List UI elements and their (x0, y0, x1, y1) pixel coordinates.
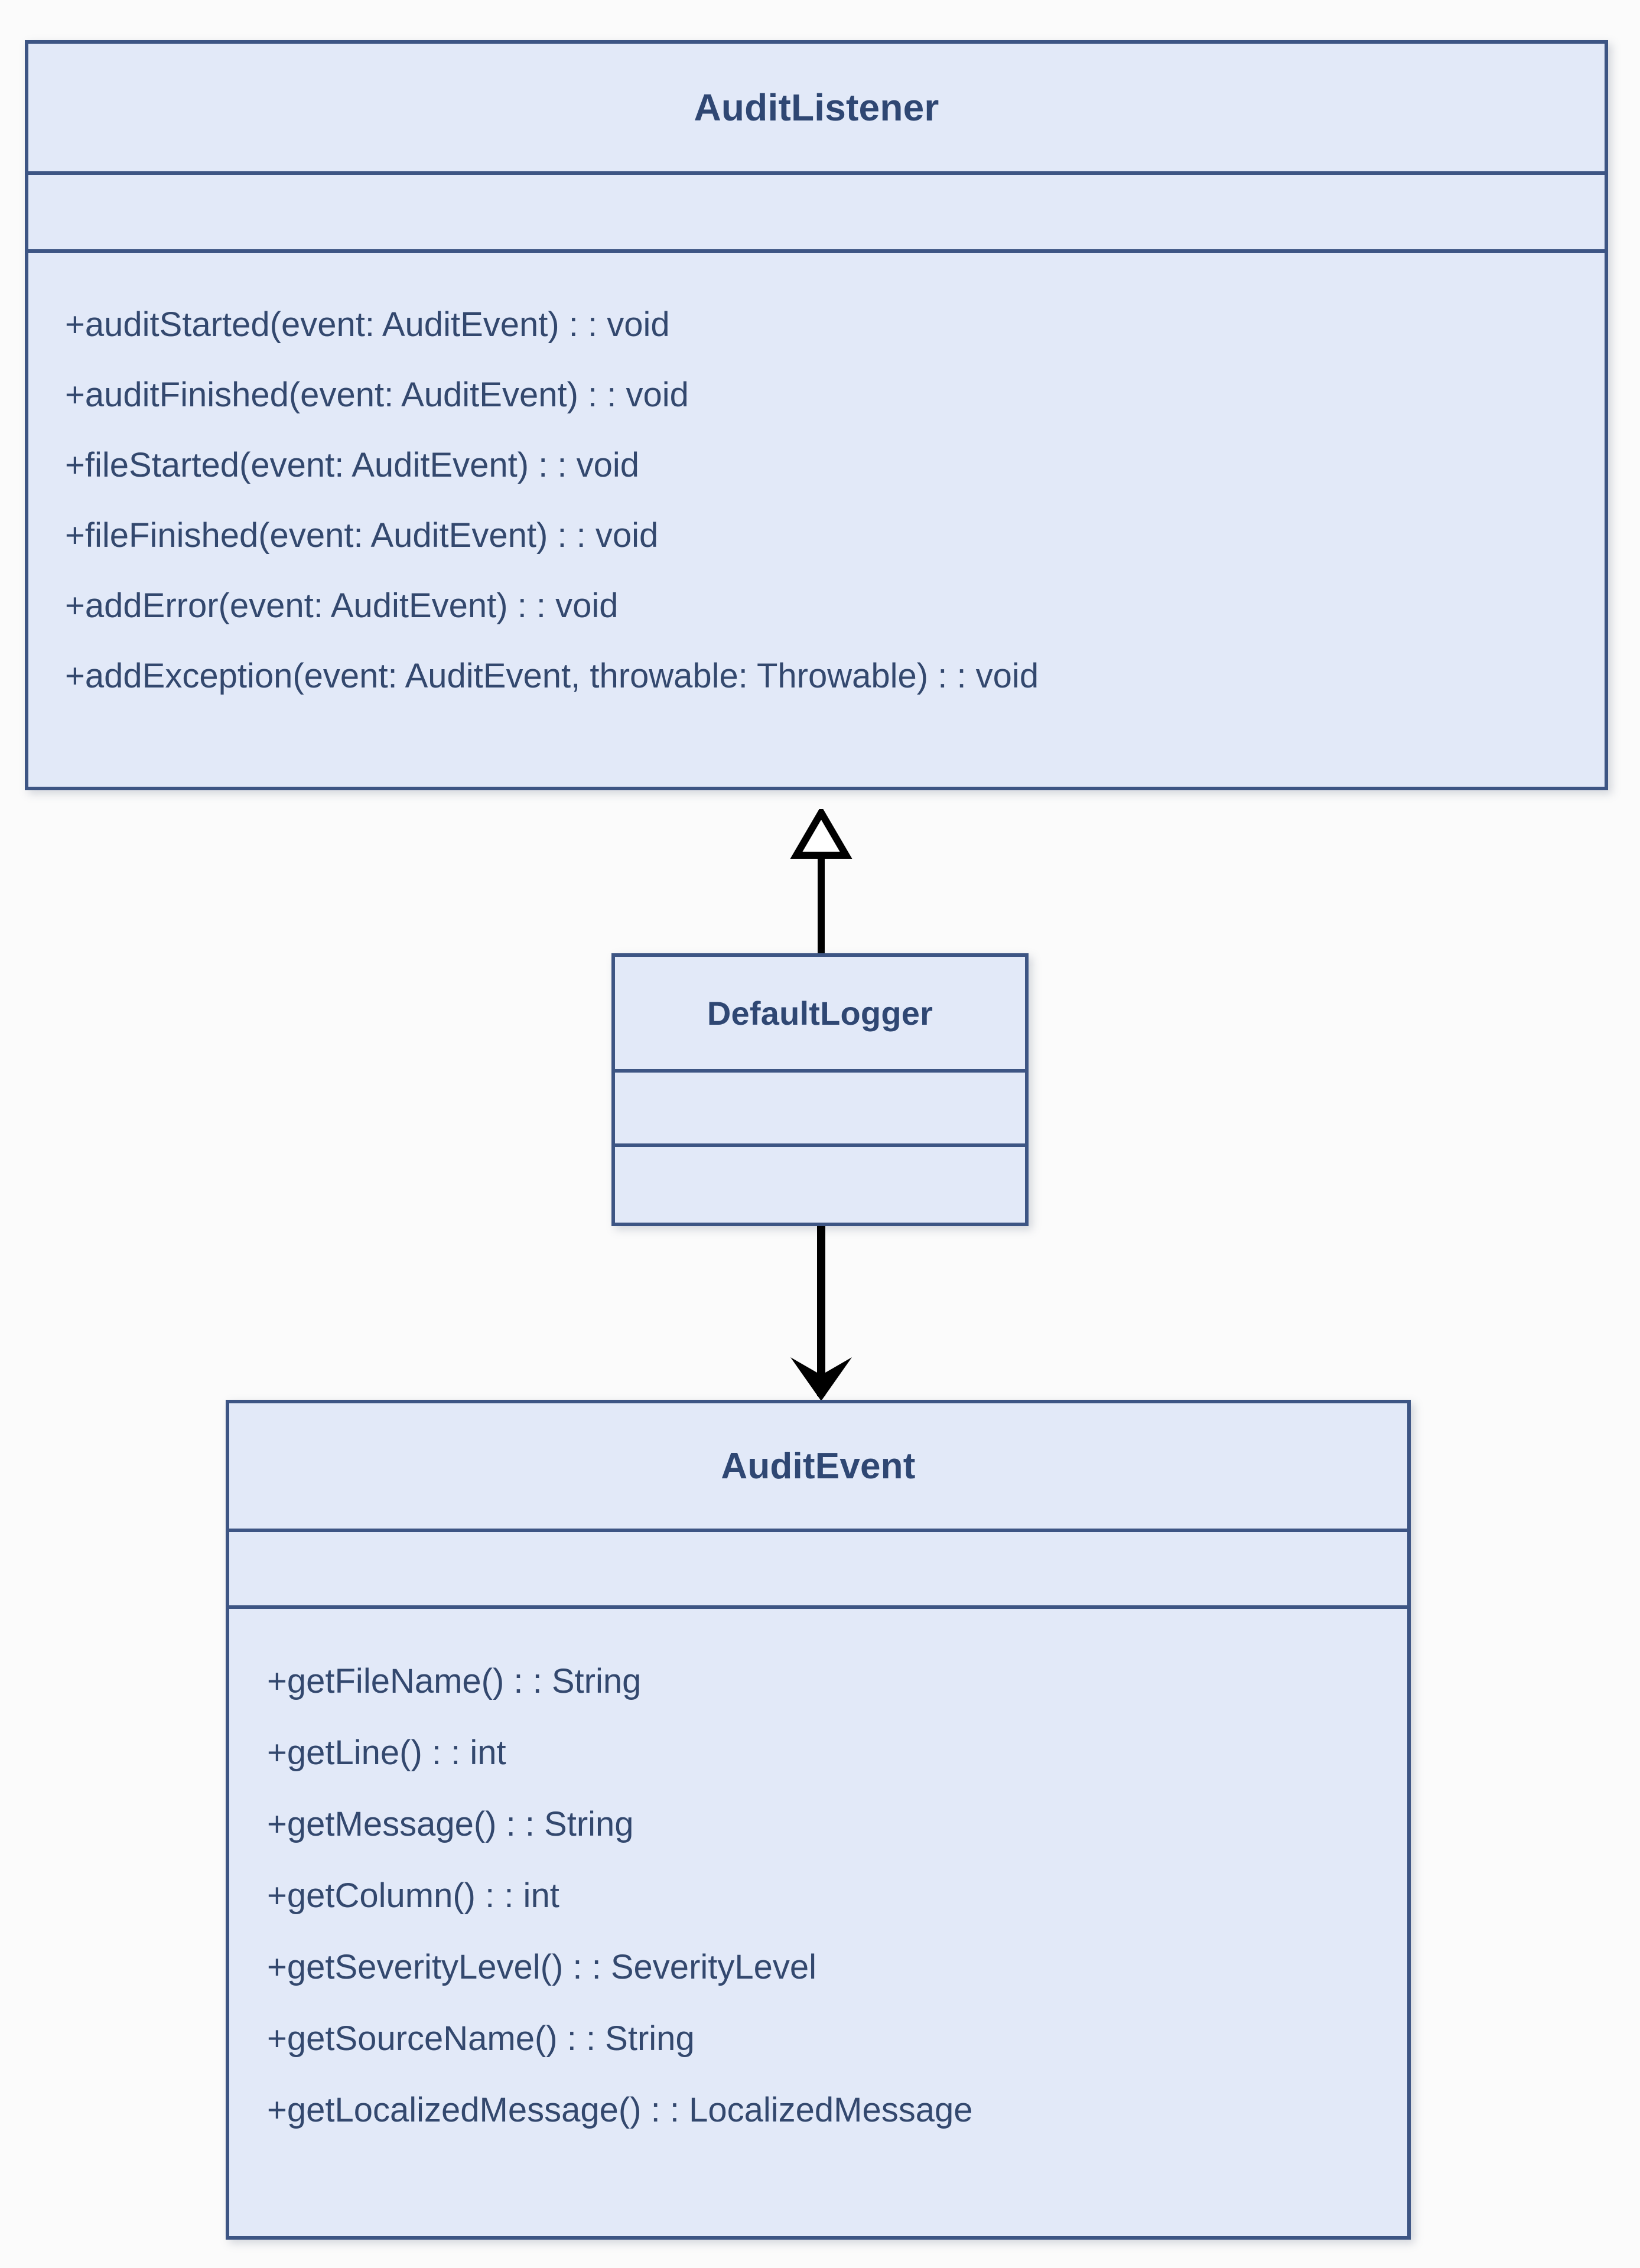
class-methods-auditevent: +getFileName() : : String +getLine() : :… (229, 1605, 1407, 2229)
class-box-auditlistener[interactable]: AuditListener +auditStarted(event: Audit… (25, 40, 1608, 790)
method-item: +fileStarted(event: AuditEvent) : : void (65, 446, 640, 484)
class-attributes-auditlistener (28, 171, 1605, 249)
generalization-arrow-defaultlogger-to-auditlistener (774, 806, 868, 957)
class-name-auditevent: AuditEvent (229, 1403, 1407, 1529)
method-item: +getLocalizedMessage() : : LocalizedMess… (267, 2091, 973, 2129)
method-item: +getSeverityLevel() : : SeverityLevel (267, 1948, 817, 1986)
generalization-arrow-icon (790, 806, 852, 957)
method-item: +getSourceName() : : String (267, 2019, 695, 2058)
class-name-defaultlogger: DefaultLogger (615, 957, 1025, 1069)
association-arrow-icon (790, 1226, 852, 1401)
method-item: +fileFinished(event: AuditEvent) : : voi… (65, 516, 659, 555)
method-item: +addError(event: AuditEvent) : : void (65, 586, 619, 625)
class-box-auditevent[interactable]: AuditEvent +getFileName() : : String +ge… (226, 1400, 1411, 2240)
method-item: +getColumn() : : int (267, 1876, 559, 1915)
class-box-defaultlogger[interactable]: DefaultLogger (611, 953, 1029, 1226)
method-item: +auditFinished(event: AuditEvent) : : vo… (65, 376, 689, 414)
class-attributes-defaultlogger (615, 1069, 1025, 1143)
method-item: +getLine() : : int (267, 1733, 506, 1772)
class-methods-auditlistener: +auditStarted(event: AuditEvent) : : voi… (28, 249, 1605, 787)
class-attributes-auditevent (229, 1529, 1407, 1605)
method-item: +getFileName() : : String (267, 1662, 642, 1700)
method-item: +auditStarted(event: AuditEvent) : : voi… (65, 305, 670, 344)
class-name-auditlistener: AuditListener (28, 44, 1605, 171)
association-arrow-defaultlogger-to-auditevent (774, 1226, 868, 1403)
method-item: +addException(event: AuditEvent, throwab… (65, 657, 1039, 695)
method-item: +getMessage() : : String (267, 1805, 634, 1843)
class-methods-defaultlogger (615, 1143, 1025, 1219)
